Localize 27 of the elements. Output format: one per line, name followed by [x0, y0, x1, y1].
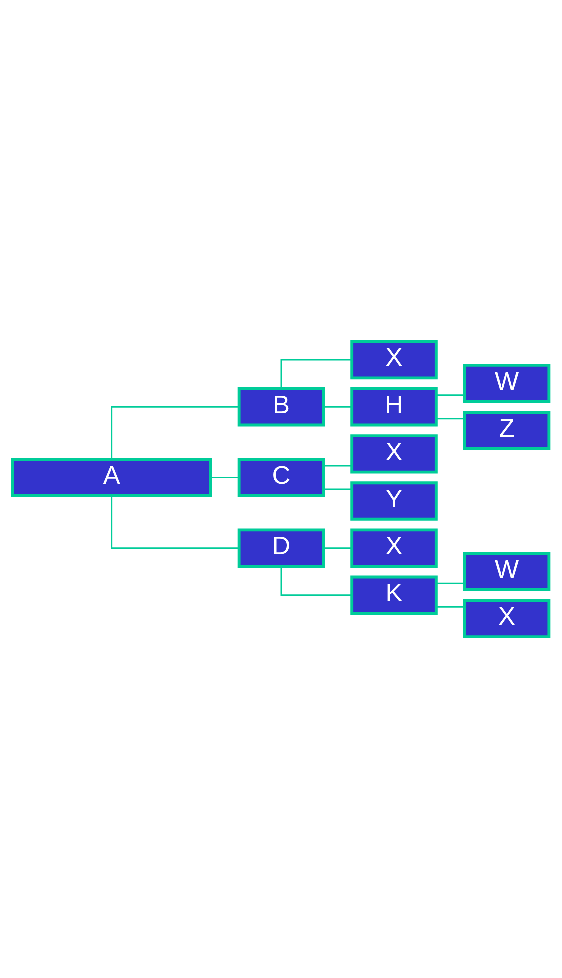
connector — [436, 394, 465, 396]
node-box: Y — [350, 481, 438, 520]
node-box: X — [463, 598, 551, 638]
node-box: X — [350, 340, 438, 380]
node-box: D — [238, 528, 326, 568]
node-box: X — [350, 434, 438, 474]
connector — [280, 358, 352, 388]
node-box: H — [350, 387, 438, 426]
node-box: A — [11, 458, 212, 497]
connector — [111, 406, 240, 460]
node-box: K — [350, 575, 438, 615]
connector — [436, 582, 465, 584]
connector — [280, 566, 352, 596]
node-box: W — [463, 363, 551, 403]
connector — [324, 547, 352, 549]
connector — [324, 488, 352, 490]
connector — [436, 418, 465, 420]
connector — [324, 406, 352, 408]
node-box: W — [463, 552, 551, 591]
connector — [211, 476, 240, 478]
node-box: B — [238, 387, 326, 426]
connector — [111, 495, 240, 549]
node-box: X — [350, 528, 438, 568]
connector — [324, 464, 352, 466]
node-box: Z — [463, 410, 551, 450]
connector — [436, 606, 465, 608]
node-box: C — [238, 458, 326, 497]
